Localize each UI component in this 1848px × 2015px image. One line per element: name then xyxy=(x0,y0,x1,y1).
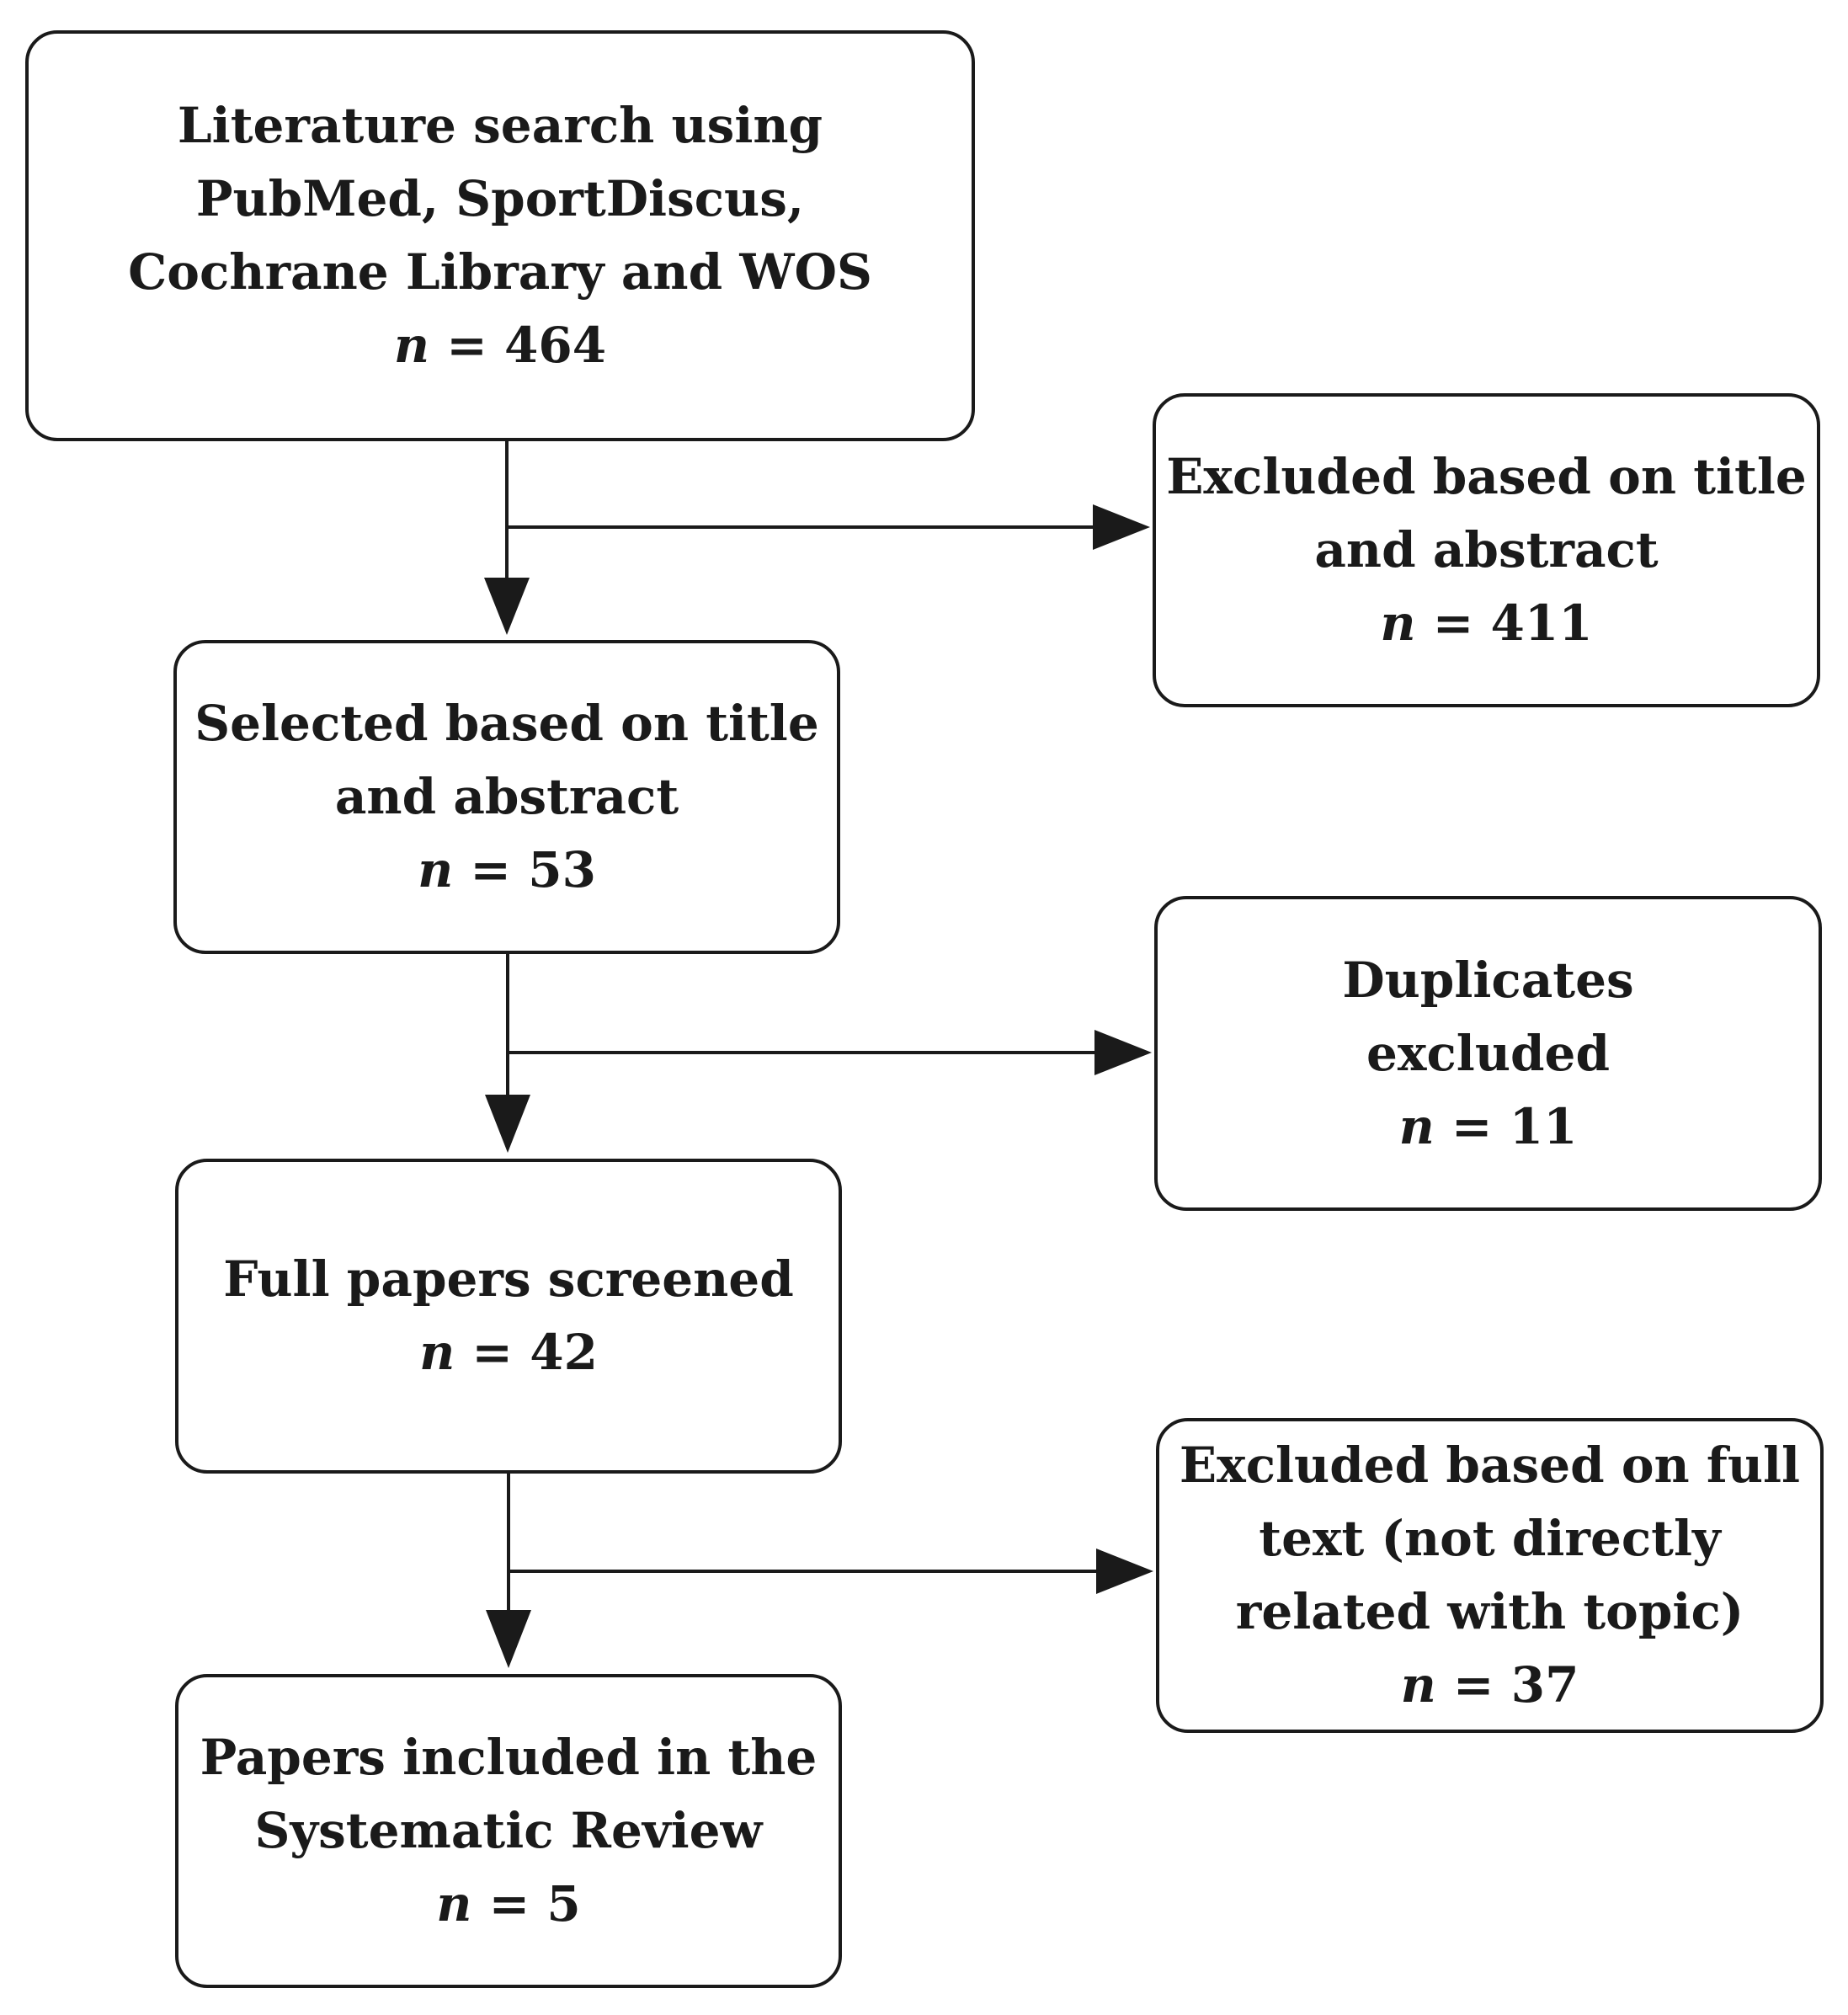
count-value: = 5 xyxy=(471,1875,581,1932)
box-text-line: Full papers screened xyxy=(223,1250,794,1308)
count-value: = 11 xyxy=(1434,1097,1578,1155)
box-text-line: Selected based on title xyxy=(194,695,819,752)
arrow-selected-to-full xyxy=(485,954,530,1153)
arrow-full-to-included xyxy=(486,1474,531,1668)
count-variable: n xyxy=(1380,594,1416,652)
box-text-line: excluded xyxy=(1366,1024,1610,1082)
box-text-line: and abstract xyxy=(334,768,679,825)
box-text-line: Papers included in the xyxy=(200,1729,817,1786)
box-text-line: Excluded based on full xyxy=(1179,1437,1801,1494)
arrow-to-excluded-full xyxy=(509,1549,1153,1594)
literature-search-box: Literature search using PubMed, SportDis… xyxy=(25,30,975,441)
selected-title-abstract-box: Selected based on title and abstract n =… xyxy=(173,640,840,954)
box-text-line: related with topic) xyxy=(1235,1583,1744,1640)
duplicates-excluded-box: Duplicates excluded n = 11 xyxy=(1154,896,1822,1211)
box-text-line: Duplicates xyxy=(1342,951,1634,1009)
count-value: = 37 xyxy=(1435,1656,1579,1714)
box-text-line: Systematic Review xyxy=(254,1802,763,1859)
count-variable: n xyxy=(436,1875,472,1932)
count-variable: n xyxy=(1400,1656,1436,1714)
count-value: = 42 xyxy=(455,1324,598,1381)
count-variable: n xyxy=(1398,1097,1435,1155)
arrow-to-duplicates xyxy=(508,1030,1152,1075)
box-text-line: Excluded based on title xyxy=(1166,448,1807,505)
arrow-search-to-selected xyxy=(484,441,530,635)
count-value: = 411 xyxy=(1415,594,1593,652)
excluded-title-abstract-box: Excluded based on title and abstract n =… xyxy=(1153,393,1820,707)
box-text-line: Cochrane Library and WOS xyxy=(128,243,872,301)
count-label: n = 53 xyxy=(418,834,596,907)
count-variable: n xyxy=(418,841,454,898)
count-label: n = 11 xyxy=(1399,1090,1578,1164)
count-variable: n xyxy=(419,1324,455,1381)
count-value: = 53 xyxy=(453,841,596,898)
count-label: n = 464 xyxy=(394,309,606,382)
arrow-to-excluded-title xyxy=(507,504,1150,550)
box-text-line: PubMed, SportDiscus, xyxy=(195,170,805,227)
papers-included-box: Papers included in the Systematic Review… xyxy=(175,1674,842,1988)
excluded-full-text-box: Excluded based on full text (not directl… xyxy=(1156,1418,1824,1733)
full-papers-screened-box: Full papers screened n = 42 xyxy=(175,1159,842,1474)
count-label: n = 37 xyxy=(1401,1649,1579,1722)
box-text-line: Literature search using xyxy=(177,97,823,154)
count-label: n = 411 xyxy=(1380,587,1592,660)
count-label: n = 42 xyxy=(419,1316,598,1389)
box-text-line: text (not directly xyxy=(1259,1510,1721,1567)
count-variable: n xyxy=(393,317,430,374)
box-text-line: and abstract xyxy=(1314,521,1659,578)
count-value: = 464 xyxy=(429,317,607,374)
count-label: n = 5 xyxy=(436,1868,581,1941)
